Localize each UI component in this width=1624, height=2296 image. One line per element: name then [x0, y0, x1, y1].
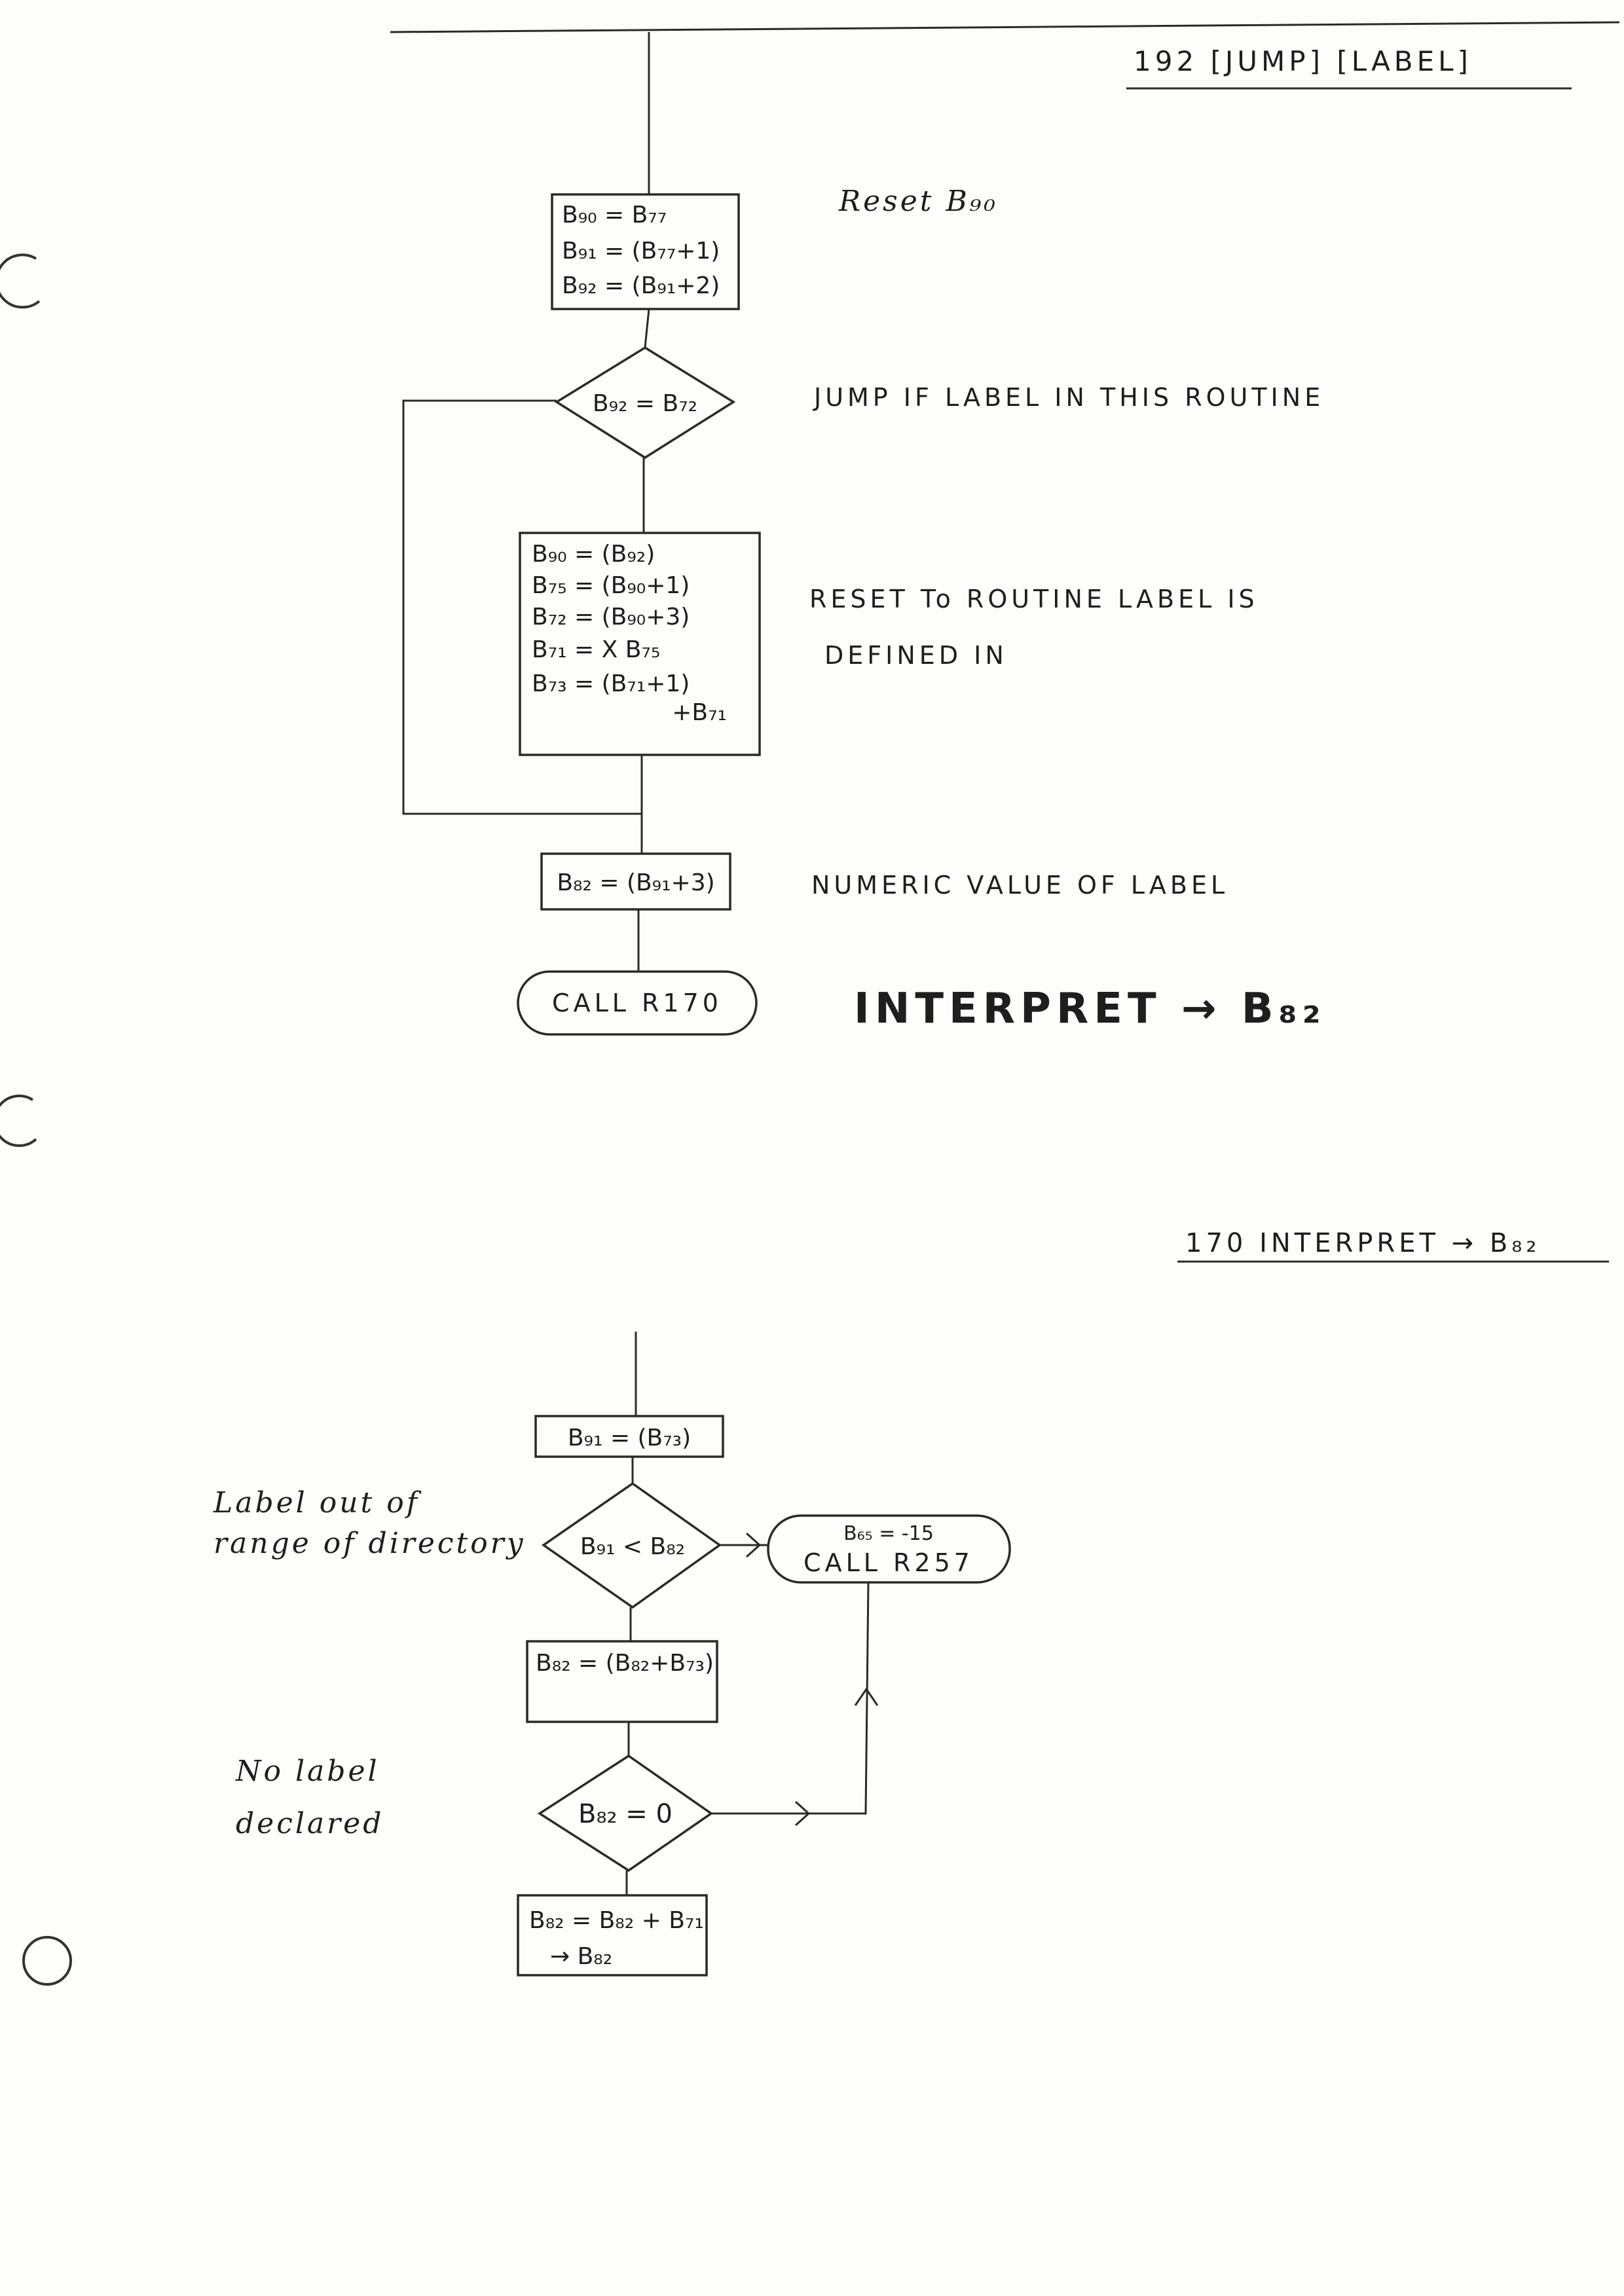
note-zero-2: declared — [236, 1807, 384, 1840]
decision-range: B₉₁ < B₈₂ — [541, 1482, 722, 1609]
note-routine-1: RESET To ROUTINE LABEL IS — [809, 585, 1259, 613]
arrow-right-icon — [794, 1800, 811, 1827]
terminator-call-r170: CALL R170 — [517, 970, 758, 1036]
terminator-text: CALL R170 — [552, 989, 722, 1017]
process-box-final: B₈₂ = B₈₂ + B₇₁ → B₈₂ — [517, 1894, 708, 1977]
punch-hole-icon — [0, 1094, 37, 1147]
note-interpret: INTERPRET → B₈₂ — [854, 985, 1326, 1033]
terminator-text: CALL R257 — [803, 1548, 974, 1577]
box-line: B₈₂ = B₈₂ + B₇₁ — [529, 1907, 704, 1934]
terminator-call-r257: B₆₅ = -15 CALL R257 — [767, 1514, 1011, 1584]
top-rule — [390, 21, 1620, 33]
loop-connector — [402, 399, 642, 815]
note-jump: JUMP IF LABEL IN THIS ROUTINE — [813, 383, 1324, 412]
routine-192-header: 192 [JUMP] [LABEL] — [1134, 45, 1472, 77]
decision-text: B₈₂ = 0 — [578, 1799, 673, 1829]
decision-zero: B₈₂ = 0 — [537, 1754, 714, 1872]
note-range-2: range of directory — [213, 1527, 526, 1560]
note-numeric: NUMERIC VALUE OF LABEL — [811, 871, 1228, 900]
box-line: +B₇₁ — [672, 699, 727, 726]
box-line: B₉₂ = (B₉₁+2) — [562, 272, 720, 299]
decision-text: B₉₁ < B₈₂ — [580, 1533, 685, 1560]
note-zero-1: No label — [235, 1755, 380, 1788]
box-line: B₉₁ = (B₇₇+1) — [562, 238, 720, 264]
box-line: B₉₀ = B₇₇ — [562, 202, 667, 228]
box-line: B₇₃ = (B₇₁+1) — [532, 670, 690, 697]
note-reset: Reset B₉₀ — [838, 185, 998, 218]
process-box-add: B₈₂ = (B₈₂+B₇₃) — [526, 1640, 718, 1723]
arrow-up-icon — [854, 1687, 879, 1706]
box-line: B₇₁ = X B₇₅ — [532, 636, 660, 663]
note-range-1: Label out of — [213, 1486, 422, 1520]
box-line: B₉₀ = (B₉₂) — [532, 541, 655, 568]
box-line: B₈₂ = (B₈₂+B₇₃) — [536, 1650, 714, 1677]
arrow-right-icon — [745, 1532, 762, 1558]
box-line: B₈₂ = (B₉₁+3) — [557, 869, 714, 896]
routine-170-header: 170 INTERPRET → B₈₂ — [1185, 1228, 1540, 1258]
punch-hole-icon — [0, 253, 41, 309]
process-box-start: B₉₁ = (B₇₃) — [534, 1415, 724, 1458]
box-line: B₉₁ = (B₇₃) — [568, 1425, 691, 1451]
note-routine-2: DEFINED IN — [824, 641, 1008, 670]
decision-jump: B₉₂ = B₇₂ — [554, 346, 736, 460]
box-line: B₇₅ = (B₉₀+1) — [532, 572, 690, 599]
process-box-numeric: B₈₂ = (B₉₁+3) — [540, 852, 731, 911]
process-box-reset: B₉₀ = B₇₇ B₉₁ = (B₇₇+1) B₉₂ = (B₉₁+2) — [551, 193, 740, 310]
punch-hole-icon — [22, 1936, 72, 1986]
connector — [644, 308, 650, 348]
decision-text: B₉₂ = B₇₂ — [593, 390, 697, 417]
error-connector — [711, 1582, 870, 1815]
box-line: B₇₂ = (B₉₀+3) — [532, 604, 690, 630]
box-line: → B₈₂ — [550, 1943, 612, 1970]
process-box-routine: B₉₀ = (B₉₂) B₇₅ = (B₉₀+1) B₇₂ = (B₉₀+3) … — [519, 532, 761, 756]
terminator-text: B₆₅ = -15 — [843, 1522, 934, 1545]
